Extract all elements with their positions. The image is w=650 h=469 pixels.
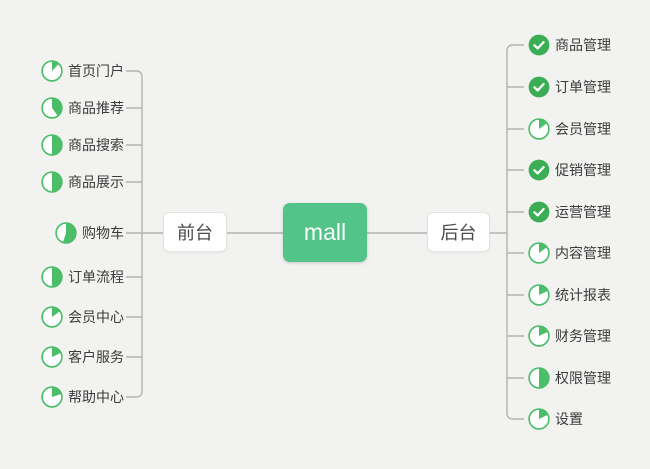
- topic-label: 财务管理: [555, 328, 611, 344]
- progress-pie-icon: [528, 284, 550, 306]
- front-topic-item[interactable]: 订单流程: [41, 266, 124, 288]
- progress-pie-icon: [41, 386, 63, 408]
- progress-pie-icon: [528, 367, 550, 389]
- progress-pie-icon: [41, 266, 63, 288]
- progress-pie-icon: [41, 60, 63, 82]
- progress-pie-icon: [41, 171, 63, 193]
- topic-label: 商品管理: [555, 37, 611, 53]
- topic-label: 客户服务: [68, 349, 124, 365]
- topic-label: 商品展示: [68, 174, 124, 190]
- check-circle-icon: [528, 34, 550, 56]
- topic-label: 促销管理: [555, 162, 611, 178]
- progress-pie-icon: [41, 306, 63, 328]
- root-node-mall[interactable]: mall: [283, 203, 367, 262]
- back-topic-item[interactable]: 统计报表: [528, 284, 611, 306]
- topic-label: 帮助中心: [68, 389, 124, 405]
- branch-node-front[interactable]: 前台: [163, 212, 227, 252]
- back-topic-item[interactable]: 内容管理: [528, 242, 611, 264]
- topic-label: 设置: [555, 411, 583, 427]
- topic-label: 商品搜索: [68, 137, 124, 153]
- front-topic-item[interactable]: 客户服务: [41, 346, 124, 368]
- topic-label: 权限管理: [555, 370, 611, 386]
- topic-label: 订单流程: [68, 269, 124, 285]
- back-topic-item[interactable]: 商品管理: [528, 34, 611, 56]
- back-topic-item[interactable]: 促销管理: [528, 159, 611, 181]
- topic-label: 购物车: [82, 225, 124, 241]
- check-circle-icon: [528, 76, 550, 98]
- check-circle-icon: [528, 159, 550, 181]
- back-topic-item[interactable]: 运营管理: [528, 201, 611, 223]
- front-topic-item[interactable]: 首页门户: [41, 60, 124, 82]
- check-circle-icon: [528, 201, 550, 223]
- topic-label: 商品推荐: [68, 100, 124, 116]
- front-topic-item[interactable]: 帮助中心: [41, 386, 124, 408]
- topic-label: 订单管理: [555, 79, 611, 95]
- topic-label: 统计报表: [555, 287, 611, 303]
- progress-pie-icon: [41, 346, 63, 368]
- back-topic-item[interactable]: 订单管理: [528, 76, 611, 98]
- progress-pie-icon: [41, 97, 63, 119]
- topic-label: 会员中心: [68, 309, 124, 325]
- front-topic-item[interactable]: 商品展示: [41, 171, 124, 193]
- topic-label: 运营管理: [555, 204, 611, 220]
- front-topic-item[interactable]: 商品搜索: [41, 134, 124, 156]
- back-topic-item[interactable]: 设置: [528, 408, 583, 430]
- back-topic-item[interactable]: 权限管理: [528, 367, 611, 389]
- branch-node-back[interactable]: 后台: [427, 212, 490, 252]
- back-topic-item[interactable]: 财务管理: [528, 325, 611, 347]
- front-topic-item[interactable]: 会员中心: [41, 306, 124, 328]
- topic-label: 会员管理: [555, 121, 611, 137]
- progress-pie-icon: [528, 325, 550, 347]
- topic-label: 首页门户: [68, 63, 124, 79]
- back-topic-item[interactable]: 会员管理: [528, 118, 611, 140]
- progress-pie-icon: [528, 408, 550, 430]
- progress-pie-icon: [41, 134, 63, 156]
- topic-label: 内容管理: [555, 245, 611, 261]
- progress-pie-icon: [528, 242, 550, 264]
- progress-pie-icon: [55, 222, 77, 244]
- front-topic-item[interactable]: 购物车: [55, 222, 124, 244]
- front-topic-item[interactable]: 商品推荐: [41, 97, 124, 119]
- progress-pie-icon: [528, 118, 550, 140]
